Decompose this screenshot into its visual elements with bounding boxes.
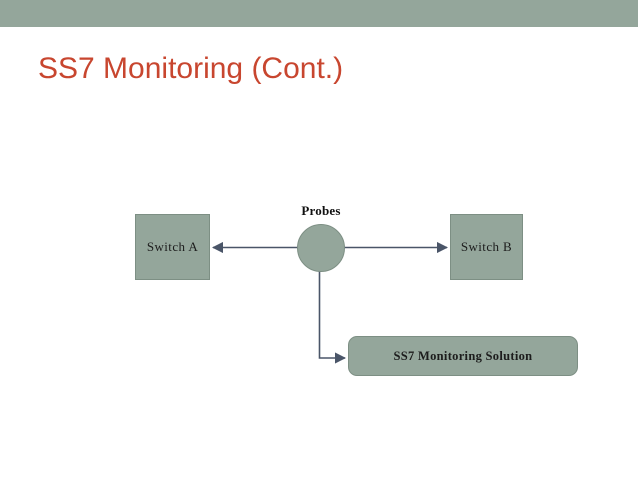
node-switch-a[interactable]: Switch A: [135, 214, 210, 280]
node-switch-b-label: Switch B: [460, 239, 513, 254]
node-switch-a-label: Switch A: [146, 239, 199, 254]
page-title: SS7 Monitoring (Cont.): [38, 52, 344, 85]
node-probes-label: Probes: [301, 203, 341, 218]
node-probes-circle[interactable]: [297, 224, 345, 272]
node-ss7-monitoring-solution-label: SS7 Monitoring Solution: [393, 348, 533, 363]
node-ss7-monitoring-solution[interactable]: SS7 Monitoring Solution: [348, 336, 578, 376]
node-switch-b[interactable]: Switch B: [450, 214, 523, 280]
slide-top-band: [0, 0, 638, 27]
